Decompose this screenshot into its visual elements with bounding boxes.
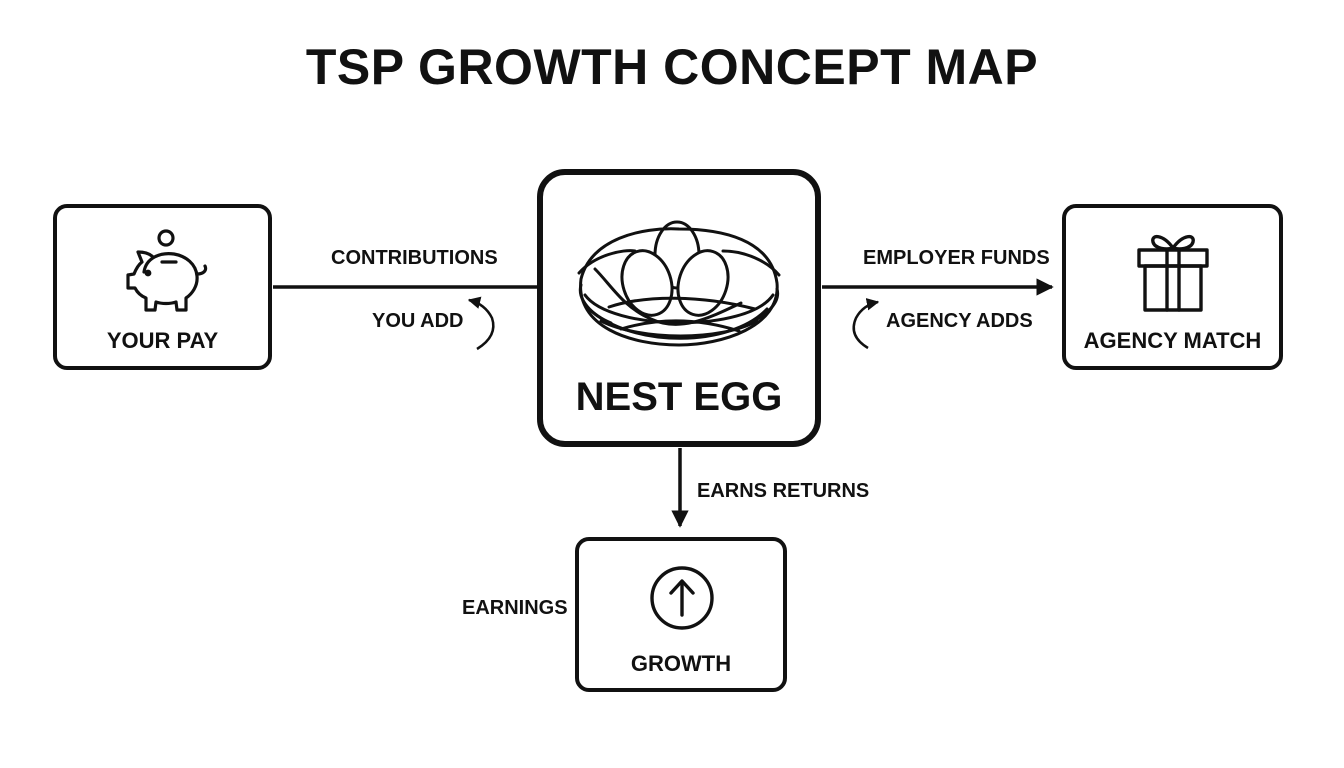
you-add-curved-arrow-icon — [467, 296, 495, 351]
node-label-nest-egg: NEST EGG — [575, 375, 783, 419]
node-label-growth: GROWTH — [630, 651, 732, 676]
diagram-title: TSP GROWTH CONCEPT MAP — [305, 39, 1039, 95]
edge-label-earns-returns: EARNS RETURNS — [697, 480, 870, 502]
node-your-pay: YOUR PAY — [53, 204, 272, 370]
edge-sublabel-earnings: EARNINGS — [462, 597, 568, 619]
agency-adds-curved-arrow-icon — [852, 298, 880, 350]
node-nest-egg: NEST EGG — [537, 169, 821, 447]
node-label-your-pay: YOUR PAY — [106, 328, 219, 353]
node-agency-match: AGENCY MATCH — [1062, 204, 1283, 370]
nest-with-eggs-icon — [577, 220, 781, 347]
gift-icon — [1137, 234, 1209, 312]
node-growth: GROWTH — [575, 537, 787, 692]
edge-label-contributions: CONTRIBUTIONS — [331, 247, 498, 269]
edge-sublabel-agency-adds: AGENCY ADDS — [886, 310, 1033, 332]
edge-sublabel-you-add: YOU ADD — [372, 310, 464, 332]
up-arrow-circle-icon — [650, 566, 714, 630]
edge-label-employer-funds: EMPLOYER FUNDS — [863, 247, 1050, 269]
node-label-agency-match: AGENCY MATCH — [1083, 328, 1262, 353]
piggy-bank-icon — [126, 229, 208, 312]
